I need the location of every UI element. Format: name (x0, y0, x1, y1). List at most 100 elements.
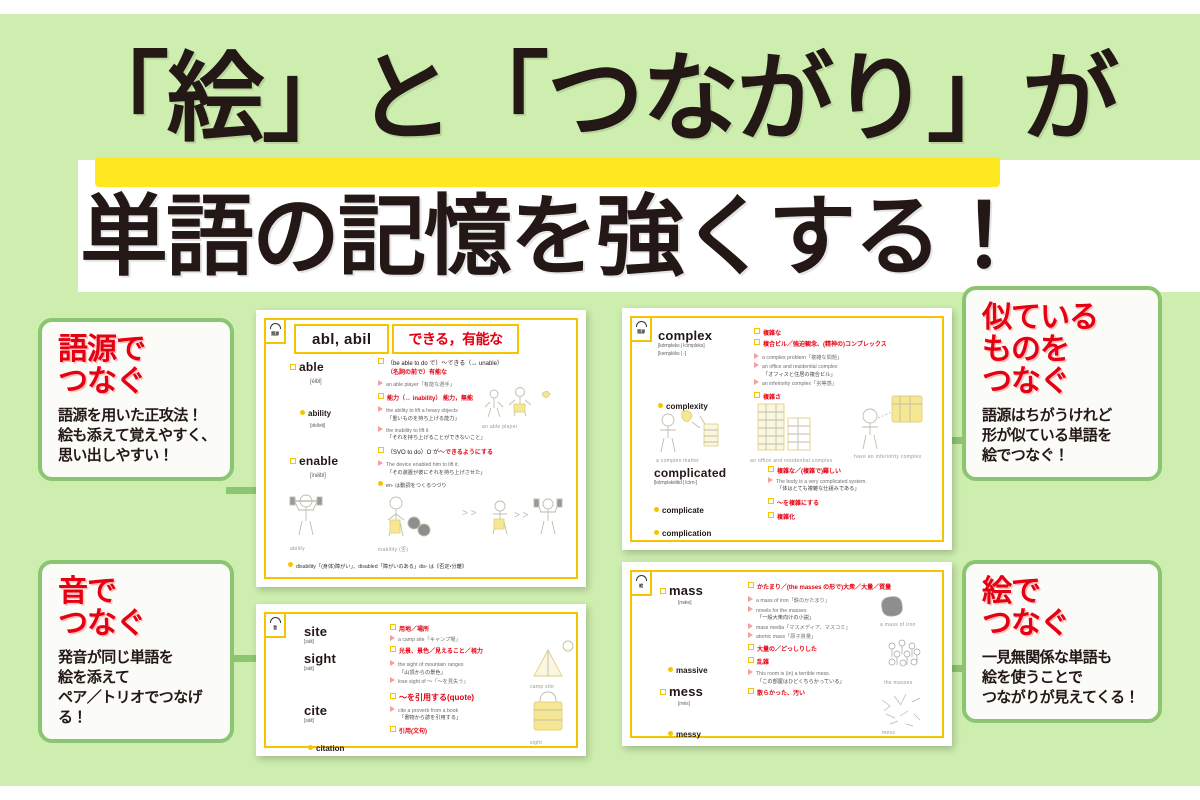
bullet-triangle-icon (390, 705, 395, 712)
example-line: 「オフィスと住居の複合ビル」 (763, 371, 836, 378)
headword-column: able [éibl] ability [əbíləti] enable [in… (290, 358, 372, 481)
bullet-triangle-icon (748, 669, 753, 676)
page-title-line-1: 「絵」と「つながり」が (72, 42, 1119, 155)
phonetic: [éibl] (310, 379, 322, 385)
bullet-triangle-icon (754, 352, 759, 359)
phonetic: [kɑ́mpleks | kɔ́mpleks] (658, 343, 705, 349)
bullet-square-icon (290, 364, 296, 370)
bullet-square-icon (290, 458, 296, 465)
sketch-sight-bag (533, 691, 563, 731)
bullet-triangle-icon (378, 406, 383, 413)
page-border: 語源 complex [kɑ́mpleks | kɔ́mpleks] [kəmp… (630, 316, 944, 542)
example-line: lose sight of 〜「〜を見失う」 (390, 677, 570, 687)
sub-headword: complicate (662, 505, 704, 515)
example-line: cite a proverb from a book (390, 705, 570, 716)
page-tab-label: 音 (273, 625, 277, 630)
sense-line: 引用(文句) (390, 725, 570, 737)
sub-headword: citation (316, 743, 345, 753)
phonetic: [més] (678, 700, 690, 707)
bullet-triangle-icon (768, 476, 773, 483)
page-header-row: abl, abil できる，有能な (294, 324, 519, 354)
sub-headword: messy (676, 730, 701, 740)
example-line: 「一般大衆向けの小説」 (757, 615, 815, 622)
bullet-triangle-icon (754, 379, 759, 386)
book-page-abl: 語源 abl, abil できる，有能な able [éibl] ability… (256, 310, 586, 587)
sense-line: 複雑な (754, 328, 944, 339)
sense-line: かたまり／(the masses の形で)大衆／大量／質量 (748, 582, 918, 593)
book-page-complex: 語源 complex [kɑ́mpleks | kɔ́mpleks] [kəmp… (622, 308, 952, 550)
example-line: 「重いものを持ち上げる能力」 (387, 415, 460, 422)
callout-card-oto: 音で つなぐ 発音が同じ単語を 絵を添えて ペア／トリオでつなげる！ (38, 560, 234, 743)
callout-body: 語源はちがうけれど 形が似ている単語を 絵でつなぐ！ (982, 406, 1112, 464)
sense-line: 光景、景色／見えること／視力 (390, 646, 570, 657)
sketch-mess (881, 693, 921, 727)
bullet-dot-icon (668, 666, 673, 672)
definition-column: 複雑な 複合ビル／強迫観念、(精神の)コンプレックス a complex pro… (754, 328, 944, 403)
definition-column: かたまり／(the masses の形で)大衆／大量／質量 a mass of … (748, 582, 918, 699)
bullet-triangle-icon (390, 677, 395, 684)
bullet-triangle-icon (754, 362, 759, 369)
sketch-label: an able player (482, 424, 518, 430)
sketch-able-player (484, 387, 551, 418)
sketch-label: sight (530, 740, 543, 746)
sub-headword: ability (308, 408, 332, 418)
sketch-label: have an inferiority complex (854, 454, 922, 460)
page-border: 語源 abl, abil できる，有能な able [éibl] ability… (264, 318, 578, 579)
bullet-triangle-icon (748, 622, 753, 629)
sense-line: 複雑な／(複雑で)難しい (768, 466, 948, 477)
header-stem: abl, abil (294, 324, 390, 354)
example-line: This room is (in) a terrible mess. (748, 669, 918, 679)
page-border: 絵 mass [mǽs] massive mess [més] messy (630, 570, 944, 740)
phonetic: [sáit] (304, 639, 314, 645)
example-line: an able player「有能な選手」 (378, 380, 574, 390)
tab-arc-icon (635, 321, 647, 327)
sub-headword: complication (662, 528, 712, 538)
book-page-site: 音 site [sáit] sight [sáit] cite [sáit] c… (256, 604, 586, 756)
sense-line: 複雑化 (768, 512, 948, 523)
sketch-label: ability (290, 546, 305, 552)
headword: complex (658, 328, 713, 343)
bullet-square-icon (660, 588, 666, 594)
headword: enable (299, 454, 339, 469)
example-line: a complex problem「複雑な問題」 (754, 352, 944, 363)
example-line: an office and residential complex (754, 362, 944, 372)
sense-line: （名詞の前で）有能な (387, 369, 448, 376)
example-line: the sight of mountain ranges (390, 660, 570, 670)
example-line: en- は動詞をつくるつづり (378, 480, 574, 491)
example-line: novels for the masses (748, 605, 918, 616)
sense-line: （SVO to do）O が〜できるようにする (378, 446, 574, 458)
sketch-label: camp site (530, 684, 555, 690)
header-meaning: できる，有能な (392, 324, 519, 354)
definition-column: 用地／場所 a camp site「キャンプ場」 光景、景色／見えること／視力 … (390, 624, 570, 736)
example-line: an inferiority complex「劣等感」 (754, 379, 944, 389)
sense-line: 能力（↔ inability） 能力，無能 (378, 392, 574, 404)
sketch-campsite (533, 640, 574, 677)
definition-column: 複雑な／(複雑で)難しい The body is a very complica… (768, 466, 948, 523)
example-line: 「それを持ち上げることができないこと」 (387, 435, 486, 442)
sketch-inferiority-complex (862, 395, 923, 450)
sketch-enable: > > > > (462, 498, 563, 535)
example-line: 「体はとても複雑な仕組みである」 (777, 486, 860, 493)
page-tab-niteiru: 語源 (630, 316, 652, 342)
bullet-square-icon (754, 328, 760, 334)
headword-column: site [sáit] sight [sáit] cite [sáit] cit… (304, 624, 384, 756)
callout-card-gogen: 語源で つなぐ 語源を用いた正攻法！ 絵も添えて覚えやすく、 思い出しやすい！ (38, 318, 234, 481)
sense-line: （be able to do で）〜できる（↔ unable） (378, 358, 574, 369)
bullet-dot-icon (668, 731, 673, 737)
bullet-square-icon (390, 646, 396, 653)
sketch-label: a complex matter (656, 458, 700, 464)
headword-row: mass (660, 582, 742, 600)
phonetic: [inéibl] (310, 473, 326, 480)
headword: mass (669, 583, 704, 598)
sketch-ability (289, 494, 323, 536)
callout-card-e: 絵で つなぐ 一見無関係な単語も 絵を使うことで つながりが見えてくる！ (962, 560, 1162, 723)
bullet-triangle-icon (378, 460, 383, 467)
sub-headword: massive (676, 665, 708, 675)
page-tab-e: 絵 (630, 570, 652, 596)
tab-arc-icon (269, 323, 281, 329)
phonetic: [sáit] (304, 718, 314, 725)
page-tab-label: 絵 (639, 583, 643, 588)
example-line: mass media「マスメディア、マスコミ」 (748, 622, 918, 633)
headword: site (304, 624, 328, 639)
